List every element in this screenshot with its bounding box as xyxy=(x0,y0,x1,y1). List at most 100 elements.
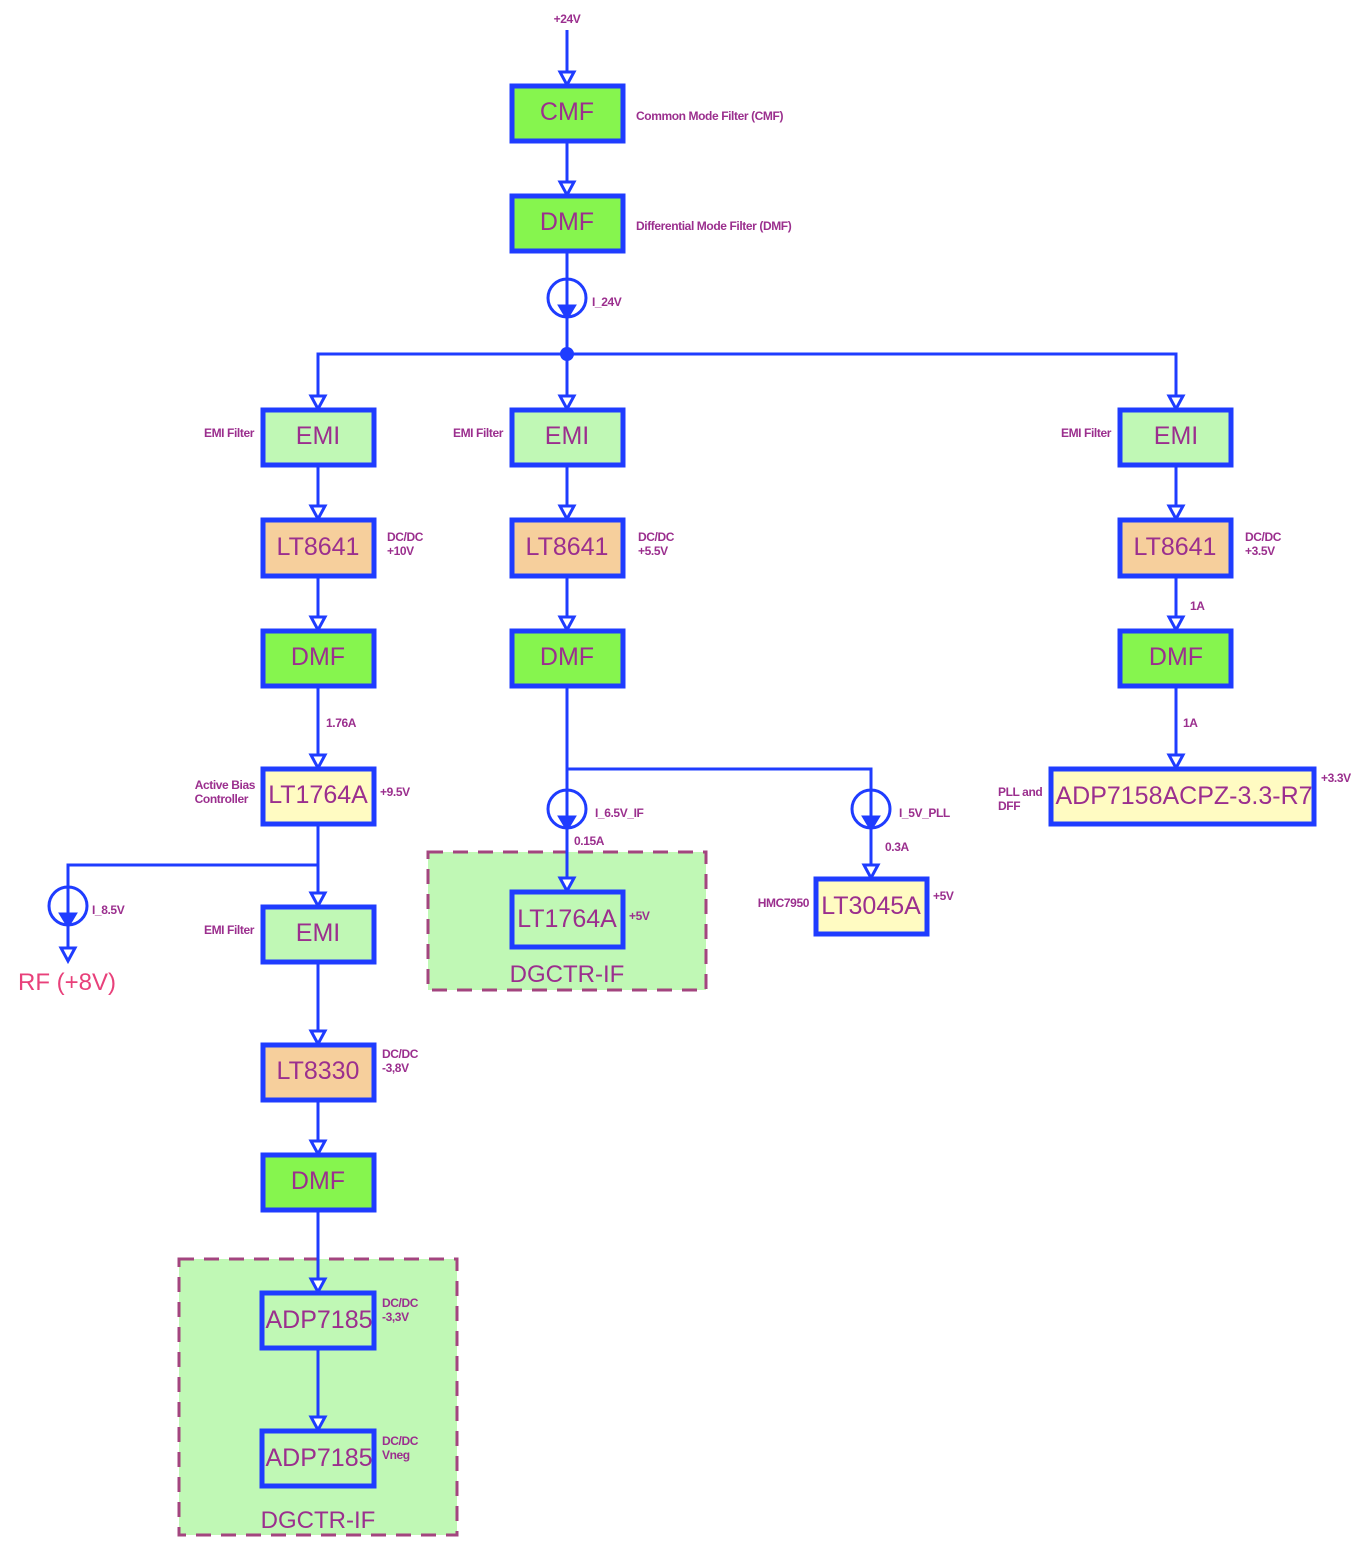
block-frame xyxy=(509,193,626,254)
block-lt8641-left[interactable]: LT8641 DC/DC +10V xyxy=(260,517,424,579)
group-label: DGCTR-IF xyxy=(261,1507,376,1534)
current-arrow-icon xyxy=(557,304,577,321)
block-note: DC/DC xyxy=(382,1047,419,1061)
block-dmf-main[interactable]: DMF Differential Mode Filter (DMF) xyxy=(509,193,792,254)
block-emi-left[interactable]: EMI EMI Filter xyxy=(204,407,377,468)
block-lt8641-middle[interactable]: LT8641 DC/DC +5.5V xyxy=(509,517,675,579)
block-frame xyxy=(509,407,626,468)
block-emi-middle[interactable]: EMI EMI Filter xyxy=(453,407,626,468)
block-label: LT3045A xyxy=(821,892,921,920)
block-label: LT8330 xyxy=(277,1057,360,1085)
block-label: LT8641 xyxy=(277,533,360,561)
arrow-icon xyxy=(308,891,328,910)
block-frame xyxy=(813,876,930,937)
block-frame xyxy=(260,407,377,468)
arrow-icon xyxy=(557,394,577,413)
block-note: DFF xyxy=(998,799,1020,813)
block-dmf-left[interactable]: DMF xyxy=(260,628,377,689)
block-note: EMI Filter xyxy=(204,923,255,937)
arrow-icon xyxy=(557,70,577,89)
block-note: EMI Filter xyxy=(1061,426,1112,440)
block-note: HMC7950 xyxy=(758,896,810,910)
block-note: -3,8V xyxy=(382,1061,409,1075)
block-label: ADP7185 xyxy=(265,1306,372,1334)
block-adp7185-b[interactable]: ADP7185 DC/DC Vneg xyxy=(259,1428,419,1489)
block-lt8641-right[interactable]: LT8641 DC/DC +3.5V xyxy=(1117,517,1282,579)
arrow-icon xyxy=(861,863,881,882)
block-lt1764a-left[interactable]: LT1764A Active Bias Controller +9.5V xyxy=(195,766,410,827)
arrow-icon xyxy=(1166,504,1186,523)
arrow-icon xyxy=(1166,615,1186,634)
block-lt1764a-middle[interactable]: LT1764A +5V xyxy=(509,889,650,950)
block-note: PLL and xyxy=(998,785,1042,799)
block-label: LT8641 xyxy=(1134,533,1217,561)
block-label: LT1764A xyxy=(517,905,617,933)
current-sensor-i-8-5v: I_8.5V xyxy=(47,885,125,929)
block-label: DMF xyxy=(540,208,594,236)
group-label: DGCTR-IF xyxy=(510,961,625,988)
arrow-icon xyxy=(308,615,328,634)
block-dmf-right[interactable]: DMF xyxy=(1117,628,1234,689)
block-frame xyxy=(1117,517,1234,579)
block-note: Controller xyxy=(195,792,249,806)
block-note: DC/DC xyxy=(382,1434,419,1448)
input-voltage-label: +24V xyxy=(554,12,581,26)
block-note: EMI Filter xyxy=(204,426,255,440)
wire-main-bus xyxy=(316,352,1178,396)
block-note: +3.3V xyxy=(1321,771,1351,785)
block-label: DMF xyxy=(540,643,594,671)
current-arrow-icon xyxy=(861,815,881,832)
block-frame xyxy=(509,628,626,689)
block-label: CMF xyxy=(540,98,594,126)
arrow-icon xyxy=(1166,753,1186,772)
block-note: Common Mode Filter (CMF) xyxy=(636,109,783,123)
block-frame xyxy=(1117,407,1234,468)
block-note: Differential Mode Filter (DMF) xyxy=(636,219,792,233)
block-label: EMI xyxy=(545,422,589,450)
block-label: ADP7158ACPZ-3.3-R7 xyxy=(1055,782,1312,810)
current-sensor-label: I_24V xyxy=(592,295,622,309)
block-label: LT8641 xyxy=(526,533,609,561)
arrow-icon xyxy=(557,876,577,895)
block-note: DC/DC xyxy=(387,530,424,544)
block-label: DMF xyxy=(1149,643,1203,671)
block-adp7185-a[interactable]: ADP7185 DC/DC -3,3V xyxy=(259,1290,419,1351)
current-label: 0.15A xyxy=(574,834,605,848)
block-note: DC/DC xyxy=(638,530,675,544)
block-emi-left-2[interactable]: EMI EMI Filter xyxy=(204,904,377,965)
block-note: DC/DC xyxy=(382,1296,419,1310)
current-arrow-icon xyxy=(557,815,577,832)
block-frame xyxy=(1048,766,1317,827)
arrow-icon xyxy=(308,753,328,772)
block-dmf-left-2[interactable]: DMF xyxy=(260,1152,377,1213)
arrow-icon xyxy=(1166,394,1186,413)
arrow-icon xyxy=(308,504,328,523)
block-emi-right[interactable]: EMI EMI Filter xyxy=(1061,407,1234,468)
arrow-icon xyxy=(308,1415,328,1434)
block-label: DMF xyxy=(291,1167,345,1195)
block-frame xyxy=(509,889,626,950)
block-note: +5.5V xyxy=(638,544,668,558)
current-sensor-label: I_5V_PLL xyxy=(899,806,950,820)
block-label: EMI xyxy=(296,422,340,450)
current-label: 1A xyxy=(1183,716,1198,730)
block-frame xyxy=(509,517,626,579)
block-frame xyxy=(260,628,377,689)
arrow-icon xyxy=(308,1277,328,1296)
current-sensor-label: I_6.5V_IF xyxy=(595,806,644,820)
arrow-icon xyxy=(557,180,577,199)
block-lt3045a[interactable]: LT3045A HMC7950 +5V xyxy=(758,876,954,937)
block-cmf[interactable]: CMF Common Mode Filter (CMF) xyxy=(509,83,784,144)
current-label: 1A xyxy=(1190,599,1205,613)
block-dmf-middle[interactable]: DMF xyxy=(509,628,626,689)
block-adp7158[interactable]: ADP7158ACPZ-3.3-R7 PLL and DFF +3.3V xyxy=(998,766,1351,827)
block-note: +3.5V xyxy=(1245,544,1275,558)
arrow-icon xyxy=(308,1139,328,1158)
block-lt8330[interactable]: LT8330 DC/DC -3,8V xyxy=(260,1042,419,1103)
junction-dot-icon xyxy=(560,347,574,361)
block-frame xyxy=(259,1428,377,1489)
block-label: LT1764A xyxy=(268,781,368,809)
block-note: Active Bias xyxy=(195,778,256,792)
current-sensor-i-5v-pll: I_5V_PLL xyxy=(850,788,950,832)
